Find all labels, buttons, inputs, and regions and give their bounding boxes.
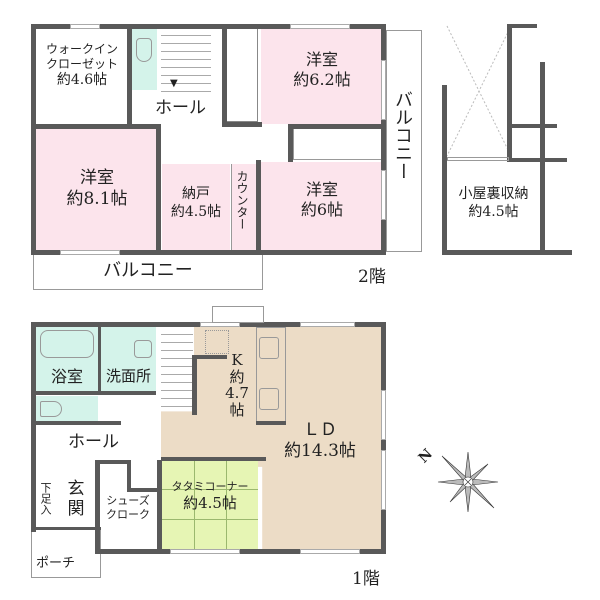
wall [256,421,286,425]
stairs-1f [161,327,193,407]
room-tatami [162,461,258,549]
roof-eave [212,306,264,323]
wall [442,250,572,255]
wall [192,355,227,359]
wall [31,322,36,532]
balcony-bottom-label: バルコニー [103,260,193,281]
wall [507,24,512,160]
counter-label: カウンター [235,170,249,230]
compass-rose-icon [437,451,499,513]
window [70,24,100,29]
kitchen-sink-icon [259,388,279,410]
shoe-closet-label: シューズ クローク [106,494,150,521]
wall [127,24,132,128]
window [381,450,386,510]
attic-label: 小屋裏収納 約4.5帖 [458,186,529,220]
wall [127,488,157,492]
wall [31,421,121,425]
washroom-label: 洗面所 [105,367,151,385]
tatami-label: タタミコーナー 約4.5帖 [171,480,249,512]
room-hall-1f [36,426,156,462]
room-western-6 [261,162,383,250]
kitchen-label: K 約 4.7 帖 [225,351,249,419]
ld-label: ＬＤ 約14.3帖 [284,420,356,462]
walkin-label: ウォークイン クローゼット 約4.6帖 [45,42,118,88]
wall [222,122,262,127]
wall [95,549,386,554]
wall [31,250,386,255]
room-western-6-2 [261,28,383,124]
room-western-8-1 [36,128,158,250]
toilet-icon [136,38,152,62]
room-washroom [101,327,156,391]
wall [31,24,386,29]
western-6-2-label: 洋室 約6.2帖 [293,50,351,89]
wall [157,460,162,554]
western-8-1-label: 洋室 約8.1帖 [66,168,128,210]
wall [442,85,447,255]
wall [381,24,386,254]
window [290,24,350,29]
wall [288,124,386,129]
wall [95,460,100,554]
wall [98,322,101,392]
wall [161,457,266,461]
room-counter [231,164,256,250]
window [170,549,240,554]
closet-above-western-6 [293,128,383,160]
wall [127,460,131,490]
hall-2f-label: ホール [155,98,206,118]
attic-divider [447,157,509,161]
wall [507,158,567,162]
window [60,250,120,255]
western-6-label: 洋室 約6帖 [300,180,344,219]
room-walkin-closet [34,26,130,126]
wall [540,62,545,252]
stove-icon [259,337,279,359]
stairs-2f [161,28,211,92]
window [381,60,386,120]
window [381,390,386,440]
wall [256,160,261,254]
wall [31,527,101,530]
wall [31,24,36,254]
floor-1-label: 1階 [352,569,380,589]
porch-label: ポーチ [36,556,76,571]
bath-label: 浴室 [50,367,83,386]
toilet-icon [40,401,62,417]
fridge-space [205,330,229,354]
wall [156,124,161,254]
wall [222,24,227,126]
wall [192,355,197,415]
wall [31,124,161,129]
floor-2-label: 2階 [358,267,386,287]
storage-label: 納戸 約4.5帖 [170,186,222,220]
balcony-right [386,30,422,252]
wall [95,460,130,464]
room-storage [162,164,230,250]
shoe-step-label: 下足入 [39,482,52,515]
bathtub-icon [40,330,94,358]
hall-1f-label: ホール [68,432,119,452]
wall [507,24,537,28]
entrance-label: 玄関 [67,479,85,519]
sink-icon [134,340,152,358]
window [381,170,386,220]
void-cross-icon [446,25,512,157]
wall [507,124,557,128]
balcony-right-label: バルコニー [392,90,413,180]
stairs-down-arrow-icon: ▼ [170,78,178,89]
closet-strip [226,28,258,122]
window [300,549,360,554]
wall [288,124,293,162]
wall [31,391,156,395]
window [300,322,355,327]
